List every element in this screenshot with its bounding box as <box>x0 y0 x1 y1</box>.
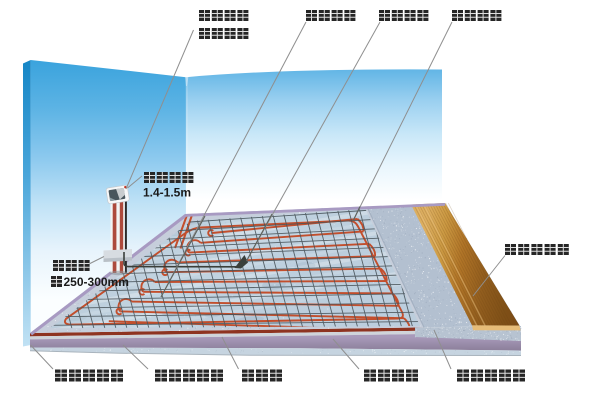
svg-text:250-300mm: 250-300mm <box>64 275 129 289</box>
svg-text:1.4-1.5m: 1.4-1.5m <box>143 186 191 200</box>
